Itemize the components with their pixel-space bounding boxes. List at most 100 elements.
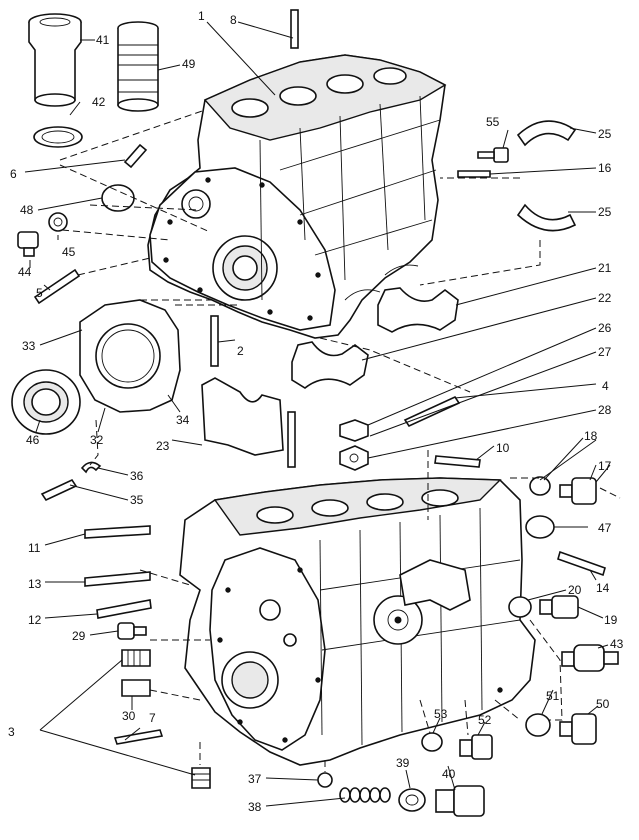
bearing-shell-lower xyxy=(516,203,577,232)
callout-49: 49 xyxy=(182,57,196,71)
bearing-cap-23 xyxy=(201,377,284,456)
plug-30 xyxy=(121,679,151,697)
callout-14: 14 xyxy=(596,581,610,595)
callout-52: 52 xyxy=(478,713,492,727)
circlip xyxy=(80,461,102,474)
plug-3b xyxy=(191,767,211,789)
callout-8: 8 xyxy=(230,13,237,27)
sender-19 xyxy=(539,595,579,619)
callout-16: 16 xyxy=(598,161,612,175)
stud-11 xyxy=(84,525,151,539)
callout-13: 13 xyxy=(28,577,42,591)
callout-51: 51 xyxy=(546,689,560,703)
crankshaft-seal xyxy=(11,369,81,435)
plug-3a xyxy=(121,649,151,667)
callout-21: 21 xyxy=(598,261,612,275)
callout-42: 42 xyxy=(92,95,106,109)
callout-30: 30 xyxy=(122,709,136,723)
callout-38: 38 xyxy=(248,800,262,814)
callout-4: 4 xyxy=(602,379,609,393)
callout-7: 7 xyxy=(149,711,156,725)
callout-47: 47 xyxy=(598,521,612,535)
plug-47 xyxy=(525,515,555,539)
callout-55: 55 xyxy=(486,115,500,129)
callout-53: 53 xyxy=(434,707,448,721)
spring xyxy=(339,787,391,803)
callout-32: 32 xyxy=(90,433,104,447)
plug-bolt-40 xyxy=(435,785,485,817)
callout-22: 22 xyxy=(598,291,612,305)
callout-10: 10 xyxy=(496,441,510,455)
callout-45: 45 xyxy=(62,245,76,259)
callout-50: 50 xyxy=(596,697,610,711)
callout-33: 33 xyxy=(22,339,36,353)
liner-seal-ring xyxy=(33,126,83,148)
callout-5: 5 xyxy=(36,286,43,300)
stud-10 xyxy=(434,455,481,468)
callout-labels: 1 2 3 4 5 6 7 8 10 11 12 13 14 16 17 18 … xyxy=(8,9,624,814)
callout-34: 34 xyxy=(176,413,190,427)
callout-36: 36 xyxy=(130,469,144,483)
stud-27 xyxy=(403,395,461,428)
cap-bolt xyxy=(477,147,509,163)
callout-26: 26 xyxy=(598,321,612,335)
bearing-cap-22 xyxy=(291,341,369,389)
callout-39: 39 xyxy=(396,756,410,770)
check-ball xyxy=(317,772,333,788)
callout-29: 29 xyxy=(72,629,86,643)
stud-12 xyxy=(96,599,152,619)
callout-35: 35 xyxy=(130,493,144,507)
callout-19: 19 xyxy=(604,613,618,627)
callout-1: 1 xyxy=(198,9,205,23)
callout-28: 28 xyxy=(598,403,612,417)
stud-top xyxy=(290,9,299,49)
assembly-lines xyxy=(59,109,621,772)
nut-28 xyxy=(339,445,369,471)
plug-50 xyxy=(559,713,597,745)
callout-3: 3 xyxy=(8,725,15,739)
piston-sleeve xyxy=(117,21,159,112)
callout-25b: 25 xyxy=(598,205,612,219)
callout-44: 44 xyxy=(18,265,32,279)
callout-18: 18 xyxy=(584,429,598,443)
washer-20 xyxy=(508,596,532,618)
callout-41: 41 xyxy=(96,33,110,47)
callout-40: 40 xyxy=(442,767,456,781)
washer-18 xyxy=(529,476,551,496)
bearing-cap-21 xyxy=(377,287,459,333)
plug-17 xyxy=(559,477,597,505)
plug-52 xyxy=(459,734,493,760)
callout-37: 37 xyxy=(248,772,262,786)
callout-27: 27 xyxy=(598,345,612,359)
dowel-pin xyxy=(123,143,148,169)
rear-seal-housing xyxy=(79,299,181,413)
stud-14 xyxy=(557,550,606,577)
callout-43: 43 xyxy=(610,637,624,651)
washer-26 xyxy=(339,419,369,442)
callout-25a: 25 xyxy=(598,127,612,141)
callout-11: 11 xyxy=(28,541,41,555)
callout-20: 20 xyxy=(568,583,582,597)
callout-48: 48 xyxy=(20,203,34,217)
stud-2 xyxy=(210,315,219,367)
leader-lines xyxy=(24,21,611,807)
washer-53 xyxy=(421,732,443,752)
washer-39 xyxy=(398,788,426,812)
washer xyxy=(48,212,68,232)
stud-13 xyxy=(84,571,151,587)
stud-16 xyxy=(457,170,491,178)
stud xyxy=(33,268,81,305)
cylinder-liner xyxy=(28,13,82,107)
plug-bolt xyxy=(17,231,39,257)
washer-51 xyxy=(525,713,551,737)
oil-pressure-sender xyxy=(561,644,619,672)
pin-7 xyxy=(113,729,164,745)
callout-46: 46 xyxy=(26,433,40,447)
bearing-shell-upper xyxy=(516,120,577,147)
callout-17: 17 xyxy=(598,459,612,473)
screw-35 xyxy=(40,478,78,502)
upper-engine-block xyxy=(147,54,447,339)
plug-29 xyxy=(117,622,147,640)
